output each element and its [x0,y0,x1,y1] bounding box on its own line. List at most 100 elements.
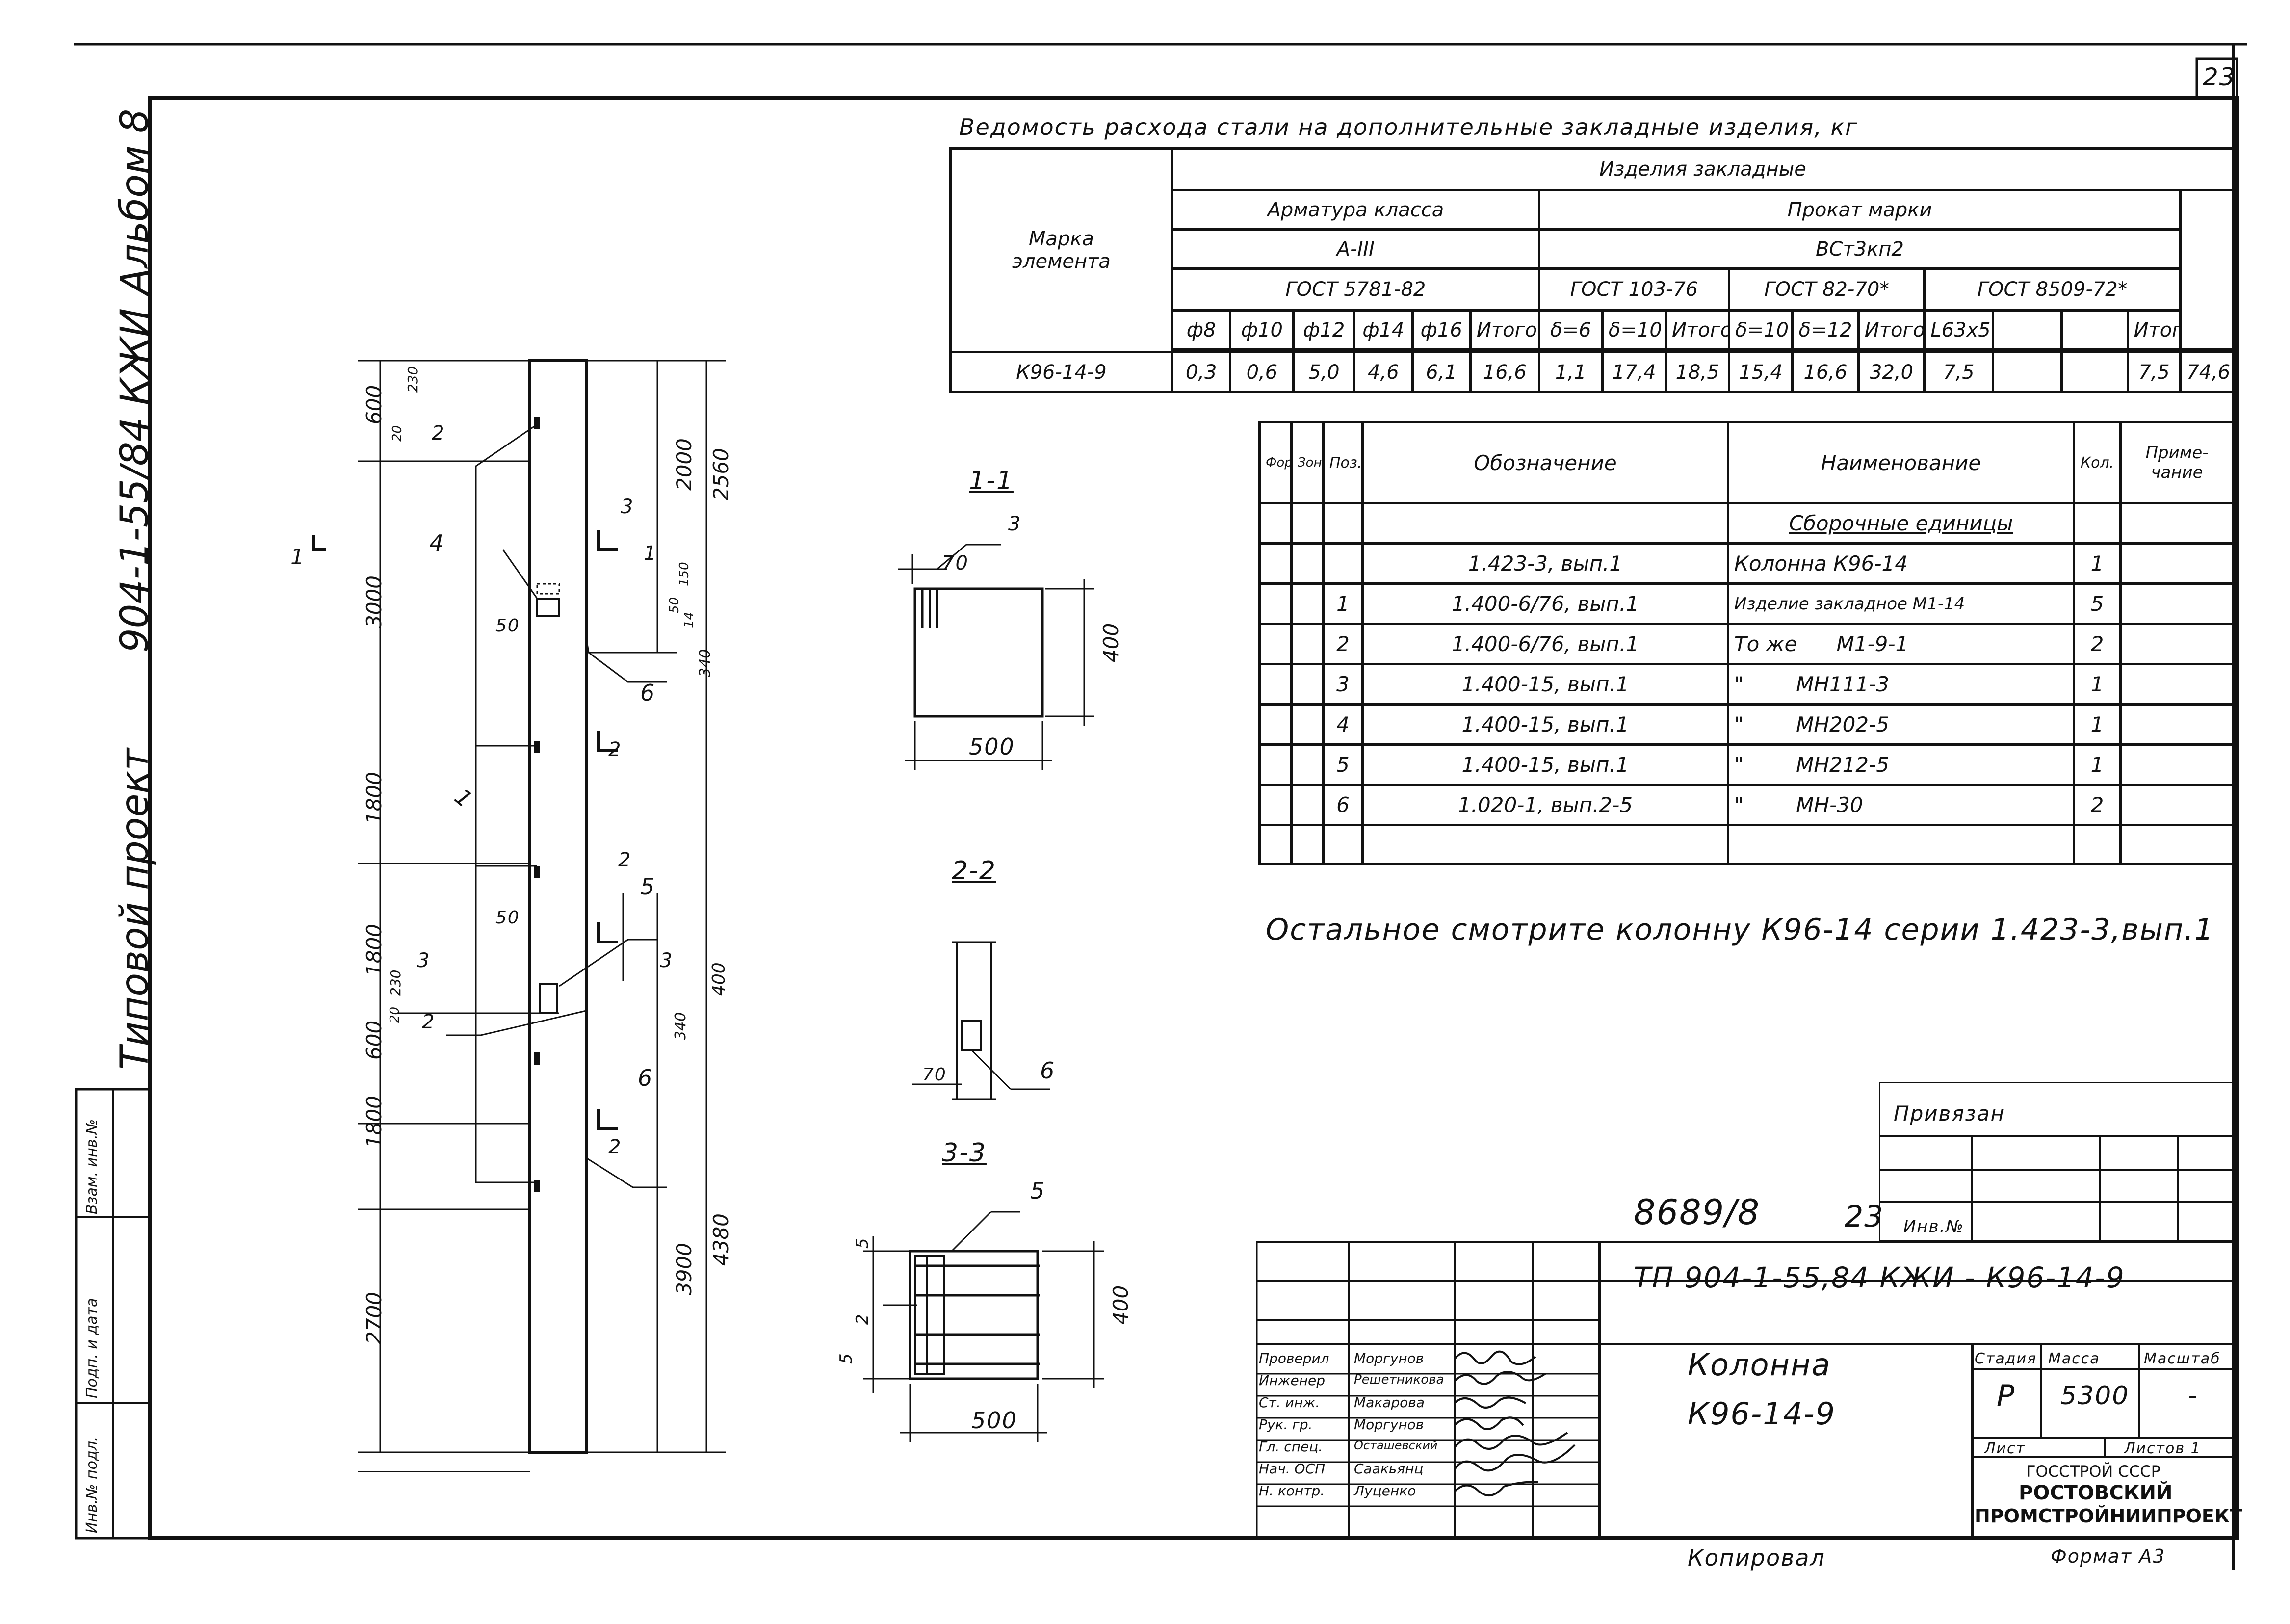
col-header [2060,309,2129,351]
sig-name: Осташевский [1354,1439,1438,1452]
value-cell: 4,6 [1353,351,1414,393]
side-stamp-sign: Подп. и дата [83,1298,101,1398]
column-elevation [312,359,726,1472]
col-header: ф12 [1292,309,1356,351]
dim-right: 340 [697,649,714,677]
callout-number: 3 [660,949,674,972]
drawing-code: ТП 904-1-55,84 КЖИ - К96-14-9 [1634,1261,2125,1294]
value-cell: 18,5 [1665,351,1731,393]
section-2-2-dim: 70 [922,1065,947,1085]
sig-name: Макарова [1354,1394,1425,1411]
sig-name: Луценко [1354,1483,1416,1499]
dim-right: 4380 [709,1213,733,1266]
section-2-2 [912,941,1050,1100]
callout-number: 3 [417,949,431,972]
section-1-1-dim: 500 [969,733,1015,760]
sheets-label: Листов 1 [2124,1440,2201,1457]
col-header: ф16 [1411,309,1472,351]
small-dim: 20 [390,425,405,442]
small-dim: 50 [667,597,682,613]
section-1-1-dim: 70 [942,552,969,575]
marka-label-1: Марка [1028,228,1094,250]
value-cell: 1,1 [1537,351,1604,393]
spec-header-name: Наименование [1727,421,2075,504]
armatura-class: А-III [1171,228,1540,270]
spec-header-qty: Кол. [2073,421,2122,504]
col-header: ф8 [1171,309,1232,351]
steel-table: Марка элемента Изделия закладные Арматур… [949,147,2235,393]
mass-value: 5300 [2060,1381,2130,1411]
section-3-3-dim: 2 [853,1314,872,1325]
sig-role: Гл. спец. [1259,1439,1323,1455]
col-header: δ=10 [1601,309,1667,351]
section-1-1-dim: 400 [1099,623,1123,662]
table-row: К96-14-9 0,3 0,6 5,0 4,6 6,1 16,6 1,1 17… [949,351,2235,393]
prokat-grade: ВСт3кп2 [1537,228,2182,270]
col-header: δ=10 [1728,309,1794,351]
dim-left: 1800 [362,924,386,976]
org-line-2: РОСТОВСКИЙ [2019,1482,2173,1504]
armatura-header: Арматура класса [1171,189,1540,231]
callout-number: 2 [618,849,632,871]
callout-number: 1 [644,542,657,565]
archive-sheet: 23 [1845,1200,1884,1234]
col-header: Итого [1665,309,1731,351]
callout-number: 5 [640,873,656,900]
value-cell: 32,0 [1857,351,1926,393]
prokat-gost-1: ГОСТ 103-76 [1537,267,1731,312]
col-header: ф14 [1353,309,1414,351]
value-cell: 16,6 [1469,351,1540,393]
section-3-3-dim: 5 [836,1353,856,1364]
col-header: δ=6 [1537,309,1604,351]
drawing-name: Колонна [1688,1347,1831,1383]
small-dim: 14 [682,611,697,628]
small-dim: 230 [388,969,404,996]
small-dim: 20 [388,1006,402,1023]
spec-header-zone: Зона [1290,421,1325,504]
dim-left: 3000 [362,576,386,628]
section-2-2-callout: 6 [1040,1057,1056,1084]
value-cell: 7,5 [2126,351,2182,393]
section-3-3-dim: 500 [971,1407,1017,1434]
section-1-1-title: 1-1 [969,466,1014,496]
col-header: Итого [2126,309,2182,351]
dim-left: 1800 [362,1096,386,1148]
stage-value: Р [1997,1379,2016,1413]
steel-table-title: Ведомость расхода стали на дополнительны… [959,114,1858,140]
spec-header-pos: Поз. [1322,421,1364,504]
col-header [1992,309,2063,351]
callout-number: 2 [432,422,445,445]
project-type: Типовой проект [113,748,157,1070]
sheet-number: 23 [2203,63,2236,91]
section-3-3-title: 3-3 [942,1138,987,1168]
blank-cell [2179,189,2235,351]
prokat-gost-3: ГОСТ 8509-72* [1923,267,2182,312]
small-dim: 150 [677,562,692,586]
col-header: δ=12 [1791,309,1860,351]
value-cell: 5,0 [1292,351,1356,393]
marka-label-2: элемента [1012,250,1111,273]
dim-right: 3900 [672,1243,696,1295]
scale-value: - [2188,1381,2198,1411]
dim-left: 2700 [362,1292,386,1344]
privyazan-label: Привязан [1894,1101,2005,1126]
format-label: Формат А3 [2051,1545,2166,1567]
value-cell: 0,6 [1229,351,1295,393]
group-header: Изделия закладные [1171,147,2235,191]
org-line-3: ПРОМСТРОЙНИИПРОЕКТ [1975,1505,2242,1527]
sig-role: Проверил [1259,1350,1329,1366]
section-arrow-label: 1 [290,545,305,570]
drawing-name-mark: К96-14-9 [1688,1396,1836,1432]
signature-scribbles [1454,1350,1576,1496]
value-cell: 74,6 [2179,351,2235,393]
stage-label: Стадия [1975,1350,2037,1367]
section-3-3-callout: 5 [1030,1178,1046,1204]
col-header: ф10 [1229,309,1295,351]
dim-left: 600 [362,1020,386,1060]
col-header: L63x5 [1923,309,1995,351]
value-cell: 0,3 [1171,351,1232,393]
